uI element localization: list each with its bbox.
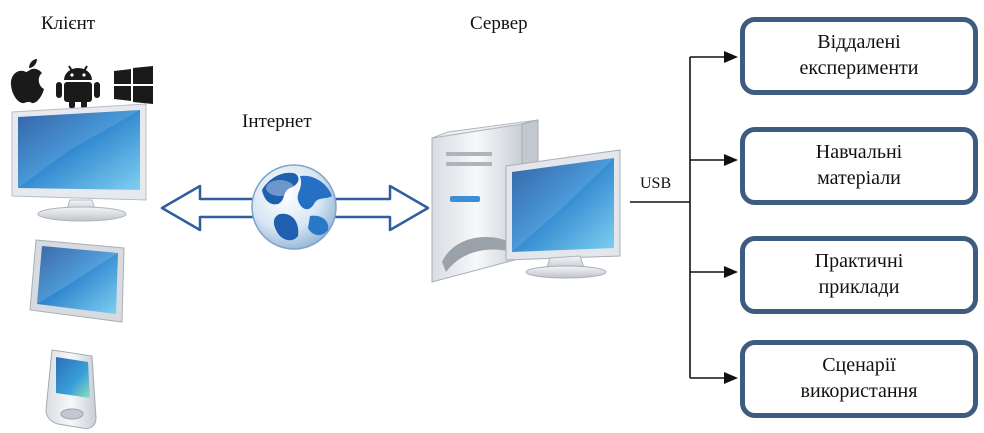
resource-line-2: використання xyxy=(800,380,918,402)
tablet-icon xyxy=(29,239,125,323)
arrowheads xyxy=(724,51,738,384)
resource-box-use-cases: Сценарії використання xyxy=(740,340,978,418)
resource-line-1: Сценарії xyxy=(822,354,896,377)
internet-label: Інтернет xyxy=(242,111,312,132)
globe-icon xyxy=(251,164,337,250)
resource-box-learning-materials: Навчальні матеріали xyxy=(740,127,978,205)
windows-icon xyxy=(114,66,153,104)
resource-box-remote-experiments: Віддалені експерименти xyxy=(740,17,978,95)
apple-icon xyxy=(10,59,45,104)
resource-line-2: приклади xyxy=(818,276,900,298)
android-icon xyxy=(56,65,100,108)
resource-line-2: експерименти xyxy=(799,57,919,79)
resource-line-1: Навчальні xyxy=(815,141,903,164)
resource-line-1: Практичні xyxy=(814,250,904,273)
usb-label: USB xyxy=(640,175,672,192)
resource-line-1: Віддалені xyxy=(817,31,901,54)
smartphone-icon xyxy=(45,349,97,429)
server-computer-icon xyxy=(431,119,621,283)
usb-connector-lines xyxy=(630,56,726,379)
resource-box-practical-examples: Практичні приклади xyxy=(740,236,978,314)
server-label: Сервер xyxy=(470,13,528,34)
desktop-monitor-icon xyxy=(11,103,147,222)
resource-line-2: матеріали xyxy=(817,167,901,189)
client-label: Клієнт xyxy=(41,13,96,34)
